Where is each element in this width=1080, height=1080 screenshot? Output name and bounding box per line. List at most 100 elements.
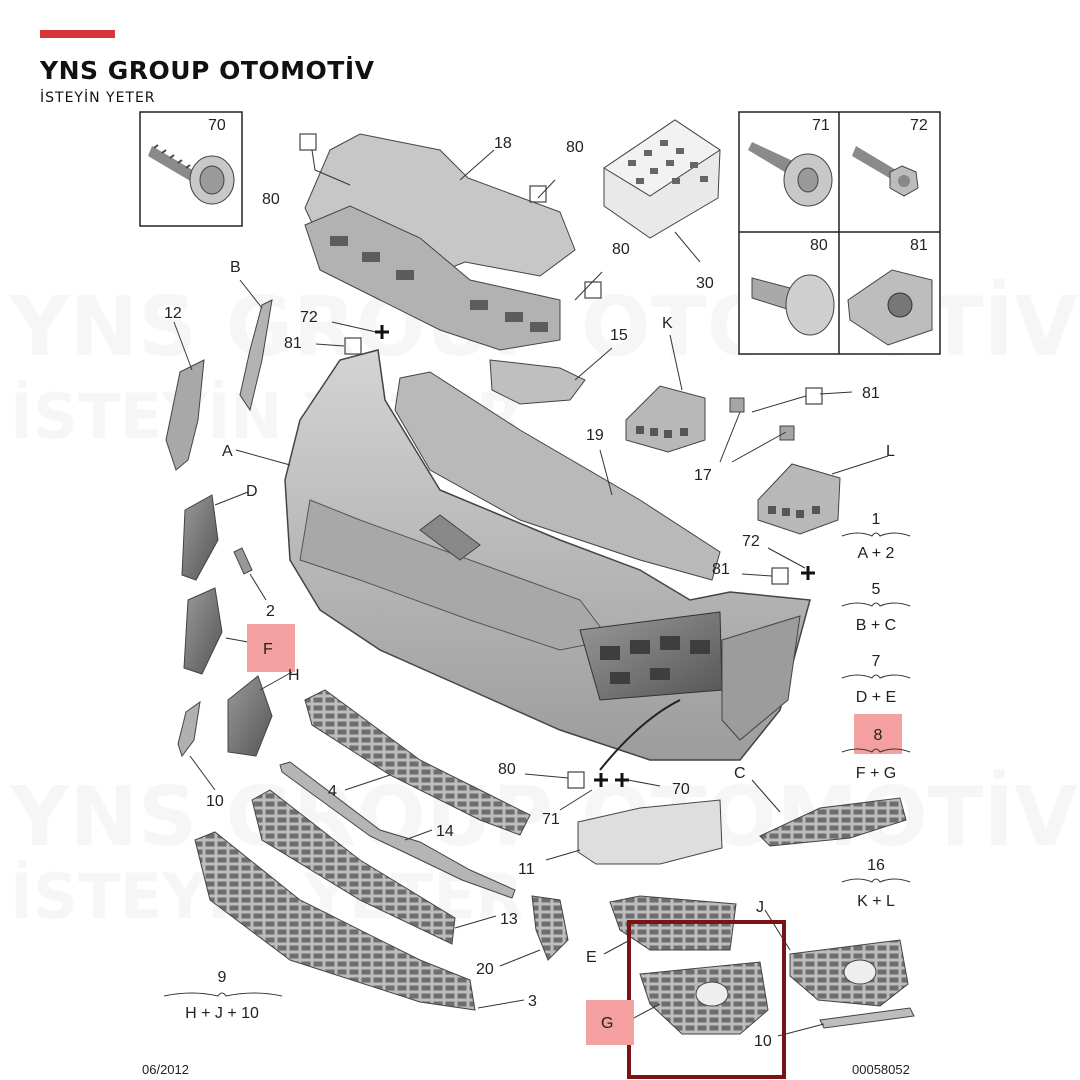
bracket-15 <box>489 359 586 405</box>
kit-formula: K + L <box>857 893 895 910</box>
front-bumper-cover <box>284 349 811 771</box>
chrome-trim-c <box>759 797 907 847</box>
upper-grille-4 <box>304 689 531 836</box>
hex-screw-icon <box>852 146 919 197</box>
kit-formula: F + G <box>856 765 896 782</box>
kit-formula: B + C <box>856 617 896 634</box>
strip-10b <box>819 1007 915 1029</box>
label-12: 12 <box>164 305 182 322</box>
label-14: 14 <box>436 823 454 840</box>
fog-hole-j <box>843 959 877 985</box>
label-3: 3 <box>528 993 537 1010</box>
label-10-a: 10 <box>206 793 224 810</box>
brand-title: YNS GROUP OTOMOTİV <box>40 56 375 85</box>
label-80-a: 80 <box>262 191 280 208</box>
label-15: 15 <box>610 327 628 344</box>
label-72-b: 72 <box>742 533 760 550</box>
clip-2 <box>233 547 253 575</box>
label-4: 4 <box>328 783 337 800</box>
kit-1: 1 A + 2 <box>841 511 911 562</box>
screw-icon <box>148 144 235 205</box>
highlight-8 <box>854 714 902 754</box>
selection-frame <box>627 920 786 1079</box>
kit-formula: A + 2 <box>858 545 895 562</box>
label-a: A <box>222 443 233 460</box>
kit-number: 1 <box>872 511 881 528</box>
label-g: G <box>601 1015 613 1032</box>
inset-label-70: 70 <box>208 117 226 134</box>
kit-number: 8 <box>874 727 883 744</box>
chrome-trim-11 <box>577 799 723 865</box>
inset-label-71: 71 <box>812 117 830 134</box>
clips-17 <box>729 397 795 441</box>
expansion-clip-icon <box>751 274 835 336</box>
label-10-b: 10 <box>754 1033 772 1050</box>
strip-10a <box>177 700 201 758</box>
label-e: E <box>586 949 597 966</box>
kit-16: 16 K + L <box>841 857 911 910</box>
label-19: 19 <box>586 427 604 444</box>
kit-formula: H + J + 10 <box>185 1005 259 1022</box>
label-2: 2 <box>266 603 275 620</box>
side-trim-b <box>239 299 273 412</box>
inset-box-70: 70 <box>139 111 243 227</box>
footer-code: 00058052 <box>852 1062 910 1077</box>
kit-7: 7 D + E <box>841 653 911 706</box>
label-80-b: 80 <box>566 139 584 156</box>
footer-date: 06/2012 <box>142 1062 189 1077</box>
label-20: 20 <box>476 961 494 978</box>
kit-number: 16 <box>867 857 885 874</box>
upper-crossmember <box>304 133 576 351</box>
clip-screw-icon <box>748 142 833 207</box>
inset-grid: 71 72 80 81 <box>738 111 941 355</box>
kit-formula: D + E <box>856 689 896 706</box>
side-panel-12 <box>165 359 205 471</box>
middle-grille-13 <box>251 789 456 945</box>
label-81-a: 81 <box>284 335 302 352</box>
inset-label-80: 80 <box>810 237 828 254</box>
label-71: 71 <box>542 811 560 828</box>
brand-subtitle: İSTEYİN YETER <box>40 90 156 106</box>
label-80-d: 80 <box>498 761 516 778</box>
leader-lines <box>173 149 889 1037</box>
kit-5: 5 B + C <box>841 581 911 634</box>
label-30: 30 <box>696 275 714 292</box>
label-k: K <box>662 315 673 332</box>
side-panel-d <box>181 494 219 581</box>
bracket-k <box>625 385 706 453</box>
highlight-g <box>586 1000 634 1045</box>
energy-absorber-19 <box>394 371 721 581</box>
fog-hole-g <box>695 981 729 1007</box>
screw-cross-markers <box>375 325 815 787</box>
label-81-c: 81 <box>712 561 730 578</box>
kit-8: 8 F + G <box>841 727 911 782</box>
label-72-a: 72 <box>300 309 318 326</box>
kit-number: 9 <box>218 969 227 986</box>
label-b: B <box>230 259 241 276</box>
inset-label-72: 72 <box>910 117 928 134</box>
bracket-nut-icon <box>847 269 933 346</box>
highlight-f <box>247 624 295 672</box>
label-11: 11 <box>518 861 535 878</box>
chrome-strip-14 <box>279 761 516 899</box>
bracket-20 <box>531 895 569 961</box>
side-panel-h <box>227 675 273 757</box>
label-13: 13 <box>500 911 518 928</box>
label-80-c: 80 <box>612 241 630 258</box>
label-81-b: 81 <box>862 385 880 402</box>
kit-number: 5 <box>872 581 881 598</box>
label-70: 70 <box>672 781 690 798</box>
kit-9: 9 H + J + 10 <box>163 969 283 1022</box>
inset-label-81: 81 <box>910 237 928 254</box>
label-17: 17 <box>694 467 712 484</box>
label-18: 18 <box>494 135 512 152</box>
label-l: L <box>886 443 895 460</box>
bracket-l <box>757 463 841 535</box>
side-panel-f <box>183 587 223 675</box>
brand-accent-bar <box>40 30 115 38</box>
label-f: F <box>263 641 273 658</box>
label-j: J <box>756 899 764 916</box>
label-h: H <box>288 667 300 684</box>
clip-bag-30 <box>603 119 721 263</box>
